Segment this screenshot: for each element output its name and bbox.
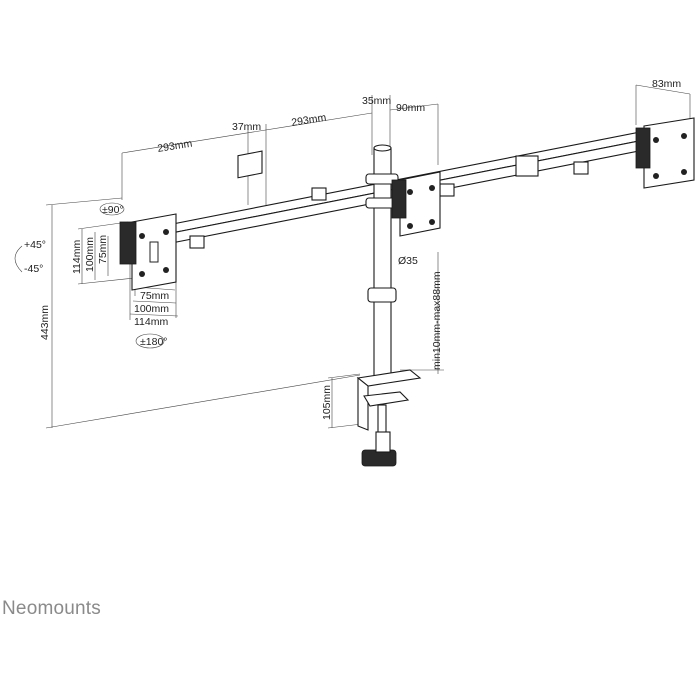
vesa-plate-left <box>119 213 177 291</box>
arm-joints <box>189 150 589 249</box>
desk-clamp <box>356 369 422 467</box>
dim-vesa-v-114: 114mm <box>71 240 83 274</box>
vesa-plate-center <box>391 171 441 237</box>
rot-rotate: ±180° <box>140 336 167 348</box>
dim-vesa-h-114: 114mm <box>134 316 168 328</box>
rot-swivel: ±90° <box>102 204 124 216</box>
dim-vesa-offset: 90mm <box>396 102 425 114</box>
dim-right-depth: 83mm <box>652 78 681 90</box>
brand-logo-text: Neomounts <box>2 598 101 619</box>
guide-lines <box>45 84 691 429</box>
rotation-icons <box>14 202 165 349</box>
dim-clamp-height: 105mm <box>321 385 333 420</box>
dim-arm-left: 293mm <box>157 138 194 155</box>
dim-vesa-h-75: 75mm <box>140 290 169 302</box>
dim-desk-range: min10mm-max88mm <box>431 271 443 370</box>
tilt-icon <box>14 245 23 273</box>
dim-vesa-v-100: 100mm <box>84 237 96 272</box>
rot-tilt-down: -45° <box>24 263 43 275</box>
dim-vesa-h-100: 100mm <box>134 303 169 315</box>
rotate-icon <box>135 333 165 349</box>
dim-vesa-v-75: 75mm <box>97 235 109 264</box>
dim-pole-offset: 35mm <box>362 95 391 107</box>
swivel-icon <box>99 202 125 216</box>
dim-pole-diameter: Ø35 <box>398 255 418 267</box>
rot-tilt-up: +45° <box>24 239 46 251</box>
dimension-labels: 293mm 37mm 293mm 35mm 90mm 83mm 443mm 11… <box>24 78 681 420</box>
dim-arm-mid: 293mm <box>291 112 328 129</box>
pole <box>365 144 399 377</box>
dim-total-height: 443mm <box>39 305 51 340</box>
vesa-plate-right <box>635 117 695 189</box>
dim-clamp-block: 37mm <box>232 121 261 133</box>
